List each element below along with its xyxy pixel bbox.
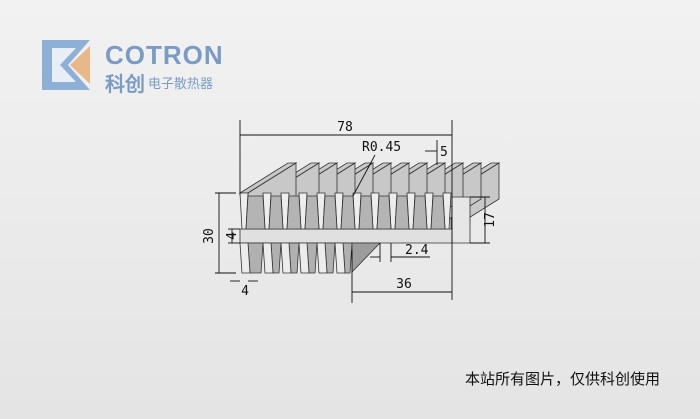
bottom-shadow — [351, 242, 381, 273]
dim-base: 4 — [225, 232, 240, 240]
caption: 本站所有图片，仅供科创使用 — [464, 370, 660, 388]
fin-bottom — [298, 242, 310, 274]
right-wing-front — [451, 196, 471, 244]
fin-gap — [430, 195, 446, 230]
fin-gap — [376, 195, 392, 230]
dim-height: 30 — [202, 228, 217, 244]
brand-cn: 科创 — [105, 72, 145, 96]
dim-right-height: 17 — [483, 212, 498, 228]
fin-gap — [304, 195, 320, 230]
fin-gap — [358, 195, 374, 230]
fin-gap — [340, 195, 356, 230]
dim-edge: 4 — [241, 284, 249, 299]
fin-gap — [412, 195, 428, 230]
fin-gap — [268, 195, 284, 230]
logo-mark-icon — [42, 40, 90, 90]
fin-bottom — [262, 242, 274, 274]
dimension-lines — [215, 120, 490, 303]
fin-bottom — [316, 242, 328, 274]
fin-gap — [394, 195, 410, 230]
bottom-fin-gap — [247, 242, 264, 274]
fin-gap — [322, 195, 338, 230]
fin-bottom — [280, 242, 292, 274]
fin-gap — [286, 195, 302, 230]
dim-fin-gap: 2.4 — [405, 243, 429, 258]
brand-tagline: 电子散热器 — [148, 77, 214, 92]
dim-fin-radius: R0.45 — [362, 140, 401, 155]
fin-gap — [245, 195, 266, 230]
base-plate — [239, 228, 453, 244]
fin-bottom — [239, 242, 251, 274]
fin-bottom — [334, 242, 346, 274]
dim-half-width: 36 — [396, 277, 412, 292]
heatsink-fins — [238, 162, 501, 274]
dim-fin-tip: 5 — [440, 145, 448, 160]
dim-width: 78 — [337, 120, 353, 135]
brand-name: COTRON — [105, 40, 224, 70]
